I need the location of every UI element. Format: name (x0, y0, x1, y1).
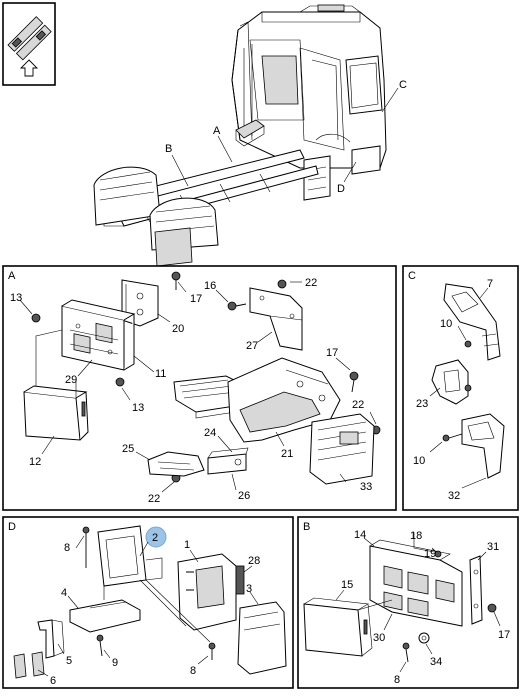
label-a-24: 24 (204, 427, 216, 439)
label-d-4: 4 (61, 587, 67, 599)
label-b-15: 15 (341, 579, 353, 591)
panel-c-letter: C (408, 270, 416, 282)
label-c-10a: 10 (440, 318, 452, 330)
part-22-nut-a (277, 279, 287, 289)
label-a-20: 20 (172, 323, 184, 335)
label-a-26: 26 (238, 490, 250, 502)
label-b-8: 8 (394, 674, 400, 686)
label-a-22c: 22 (148, 493, 160, 505)
label-a-22b: 22 (352, 399, 364, 411)
label-c-7: 7 (487, 278, 493, 290)
part-27-bracket (249, 287, 303, 351)
part-2-bracket (97, 525, 147, 587)
label-d-8a: 8 (64, 542, 70, 554)
label-a-21: 21 (281, 448, 293, 460)
label-b-14: 14 (354, 529, 366, 541)
overview-callout-c: C (399, 79, 407, 91)
label-a-13b: 13 (132, 402, 144, 414)
overview-callout-a: A (213, 125, 221, 137)
label-c-32: 32 (448, 490, 460, 502)
highlight-marker (145, 526, 167, 548)
part-8-bolt (402, 642, 410, 650)
part-3-cover (237, 601, 287, 675)
label-d-8b: 8 (190, 665, 196, 677)
label-a-11: 11 (155, 368, 166, 380)
part-20-bracket (121, 279, 159, 327)
part-26-bracket (207, 453, 247, 475)
panel-b: B 14 18 19 31 15 30 (297, 516, 519, 689)
part-15-cover (303, 603, 363, 657)
label-a-29: 29 (65, 374, 77, 386)
label-b-19: 19 (424, 548, 436, 560)
label-d-2: 2 (152, 532, 158, 544)
part-31-bracket (469, 555, 483, 625)
label-b-30: 30 (373, 632, 385, 644)
label-b-18: 18 (410, 530, 422, 542)
panel-b-letter: B (303, 521, 310, 533)
label-d-3: 3 (246, 583, 252, 595)
truck-overview: A B C D (93, 4, 407, 267)
part-19-screw (434, 550, 442, 558)
label-a-17b: 17 (326, 347, 338, 359)
label-d-6: 6 (50, 675, 56, 687)
label-a-27: 27 (246, 340, 258, 352)
part-16-bolt (227, 301, 247, 311)
part-17-bolt-b (349, 371, 359, 393)
label-d-9: 9 (112, 657, 118, 669)
part-28-connector (235, 565, 245, 595)
part-4-bracket (69, 599, 141, 633)
label-a-22a: 22 (305, 277, 317, 289)
view-orientation-icon (2, 2, 56, 86)
label-d-28: 28 (248, 555, 260, 567)
part-23-bracket (431, 359, 469, 405)
panel-c: C 7 10 23 10 32 (402, 265, 519, 511)
part-34-washer (418, 632, 430, 644)
label-a-12: 12 (29, 456, 41, 468)
part-7-bracket (443, 283, 501, 361)
label-a-25: 25 (122, 443, 134, 455)
label-c-10b: 10 (413, 455, 425, 467)
label-c-23: 23 (416, 398, 428, 410)
panel-a: A (2, 265, 397, 511)
panel-d-letter: D (8, 521, 16, 533)
label-b-17: 17 (498, 629, 510, 641)
panel-a-letter: A (8, 270, 16, 282)
part-25-bracket (147, 451, 205, 477)
label-a-33: 33 (360, 481, 372, 493)
label-d-1: 1 (184, 539, 190, 551)
part-13-bolt-b (115, 377, 125, 387)
part-32-bracket (461, 413, 505, 479)
panel-d: D 8 (2, 516, 294, 689)
overview-callout-b: B (165, 143, 172, 155)
label-a-17a: 17 (190, 293, 202, 305)
label-b-31: 31 (487, 541, 499, 553)
part-17-bolt-a (171, 271, 181, 290)
overview-callout-d: D (337, 183, 345, 195)
part-17-bolt (487, 603, 497, 613)
part-13-bolt-a (31, 313, 41, 323)
label-a-13a: 13 (10, 292, 22, 304)
label-d-5: 5 (66, 655, 72, 667)
label-a-16: 16 (204, 280, 216, 292)
part-33-module (309, 413, 375, 485)
part-6-clip (13, 653, 27, 679)
part-12-cover (23, 391, 81, 441)
label-b-34: 34 (430, 656, 442, 668)
